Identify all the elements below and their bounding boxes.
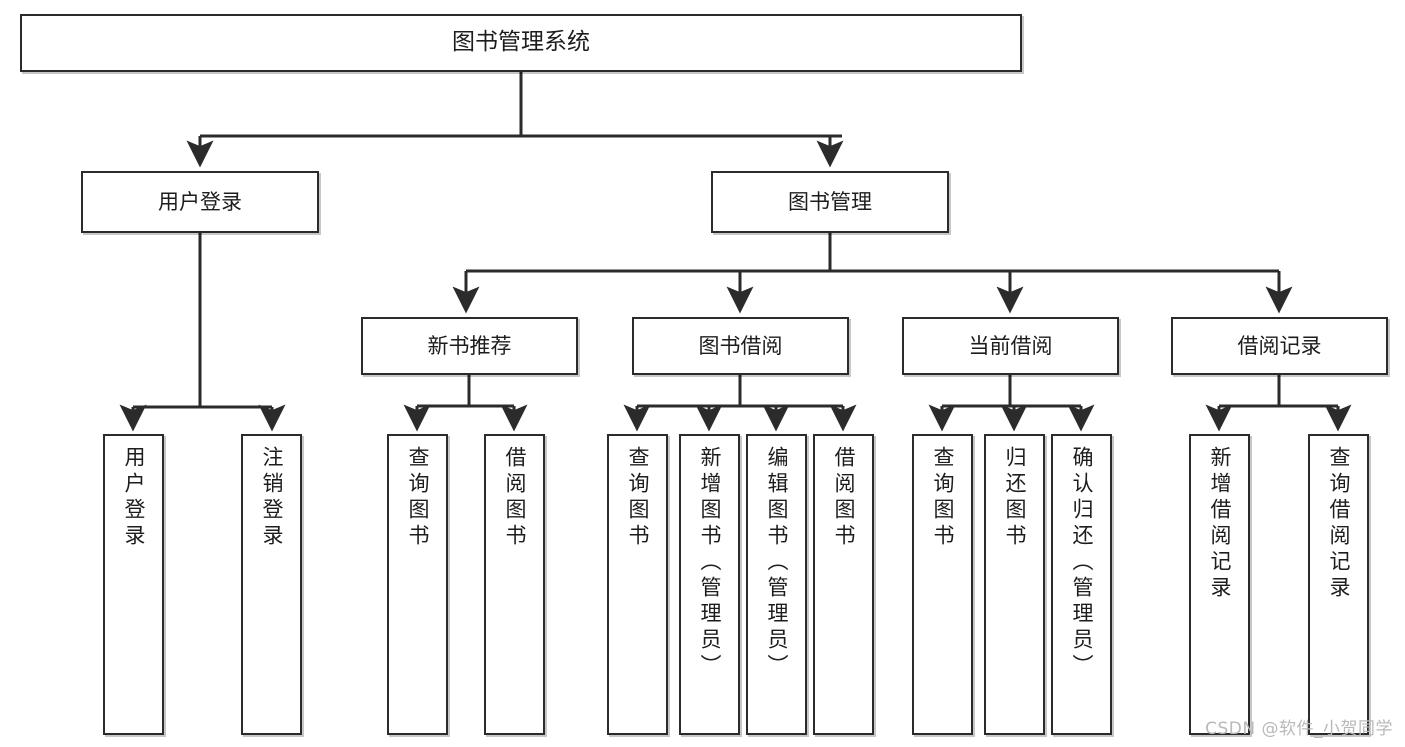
- edge-group-borrow-record: [1205, 375, 1352, 432]
- node-leaf-user-logout-label: 注销登录: [260, 446, 284, 550]
- node-leaf-user-logout[interactable]: 注销登录: [241, 434, 302, 735]
- node-leaf-br-query[interactable]: 查询借阅记录: [1308, 434, 1369, 735]
- node-current-borrow-label: 当前借阅: [968, 333, 1053, 358]
- node-current-borrow[interactable]: 当前借阅: [902, 317, 1119, 375]
- edge-group-new-book-rec: [403, 375, 528, 432]
- node-new-book-rec[interactable]: 新书推荐: [361, 317, 578, 375]
- node-leaf-user-login-label: 用户登录: [122, 446, 146, 550]
- node-leaf-bb-query-label: 查询图书: [626, 446, 650, 550]
- node-book-manage[interactable]: 图书管理: [711, 171, 949, 233]
- edge-group-book-manage: [452, 233, 1293, 314]
- watermark-text: CSDN @软件_小贺同学: [1205, 719, 1393, 739]
- node-leaf-rec-query-label: 查询图书: [406, 446, 430, 550]
- node-user-login-label: 用户登录: [158, 189, 242, 214]
- node-root-label: 图书管理系统: [452, 29, 590, 56]
- node-leaf-cb-return-label: 归还图书: [1003, 446, 1027, 550]
- node-user-login[interactable]: 用户登录: [81, 171, 319, 233]
- node-leaf-cb-confirm[interactable]: 确认归还（管理员）: [1051, 434, 1112, 735]
- node-leaf-br-add-label: 新增借阅记录: [1208, 446, 1232, 602]
- node-leaf-cb-confirm-label: 确认归还（管理员）: [1070, 446, 1094, 680]
- node-leaf-br-add[interactable]: 新增借阅记录: [1189, 434, 1250, 735]
- node-leaf-bb-borrow-label: 借阅图书: [832, 446, 856, 550]
- node-leaf-cb-query[interactable]: 查询图书: [912, 434, 973, 735]
- node-leaf-bb-add-label: 新增图书（管理员）: [698, 446, 722, 680]
- node-borrow-record[interactable]: 借阅记录: [1171, 317, 1388, 375]
- edge-group-current-borrow: [928, 375, 1095, 432]
- edge-group-user-login: [119, 233, 286, 432]
- node-leaf-cb-query-label: 查询图书: [931, 446, 955, 550]
- node-leaf-rec-query[interactable]: 查询图书: [387, 434, 448, 735]
- edge-group-book-borrow: [623, 375, 857, 432]
- node-leaf-rec-borrow[interactable]: 借阅图书: [484, 434, 545, 735]
- node-book-borrow[interactable]: 图书借阅: [632, 317, 849, 375]
- node-leaf-bb-edit-label: 编辑图书（管理员）: [765, 446, 789, 680]
- node-root[interactable]: 图书管理系统: [20, 14, 1022, 72]
- node-borrow-record-label: 借阅记录: [1237, 333, 1322, 358]
- node-leaf-rec-borrow-label: 借阅图书: [503, 446, 527, 550]
- node-leaf-bb-add[interactable]: 新增图书（管理员）: [679, 434, 740, 735]
- node-leaf-br-query-label: 查询借阅记录: [1327, 446, 1351, 602]
- node-leaf-cb-return[interactable]: 归还图书: [984, 434, 1045, 735]
- node-leaf-user-login[interactable]: 用户登录: [103, 434, 164, 735]
- node-book-borrow-label: 图书借阅: [698, 333, 783, 358]
- node-book-manage-label: 图书管理: [788, 189, 872, 214]
- node-new-book-rec-label: 新书推荐: [427, 333, 512, 358]
- node-leaf-bb-query[interactable]: 查询图书: [607, 434, 668, 735]
- node-leaf-bb-borrow[interactable]: 借阅图书: [813, 434, 874, 735]
- edge-group-root: [186, 72, 844, 168]
- node-leaf-bb-edit[interactable]: 编辑图书（管理员）: [746, 434, 807, 735]
